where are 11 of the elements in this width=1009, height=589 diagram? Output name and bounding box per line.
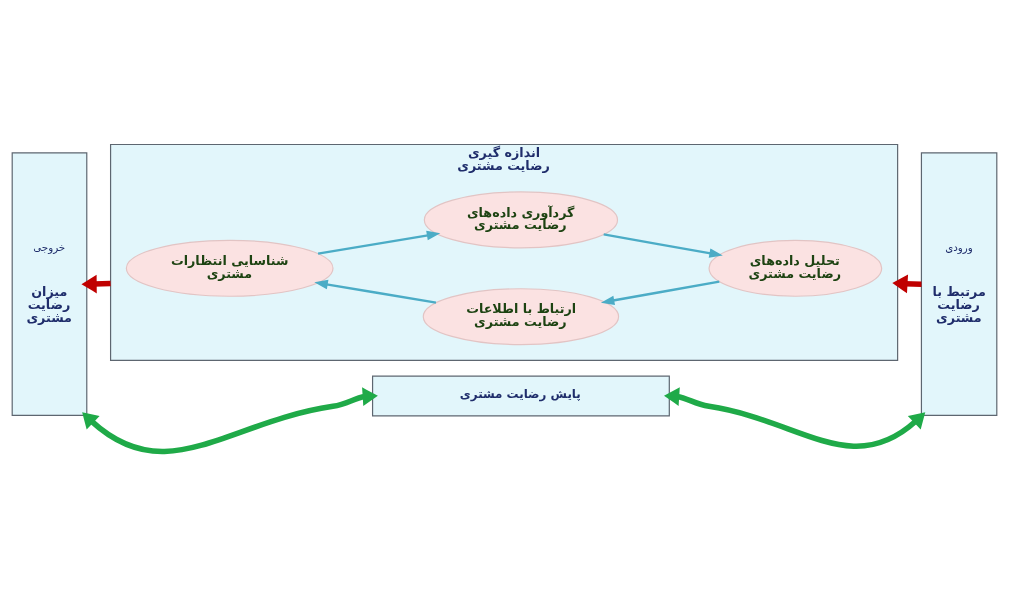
arrow (603, 232, 723, 258)
node-ellipse: شناسایی انتظارات مشتری (125, 239, 334, 297)
node-box: پایش رضایت مشتری (371, 375, 670, 416)
arrow (314, 279, 437, 304)
node-box: خروجی میزان رضایت مشتری (11, 151, 88, 416)
node-box: ورودی مرتبط با رضایت مشتری (920, 151, 998, 416)
arrow (82, 386, 378, 454)
node-ellipse: ارتباط با اطلاعات رضایت مشتری (422, 287, 620, 345)
arrow (317, 230, 441, 255)
arrow (664, 386, 926, 449)
arrow (600, 279, 720, 305)
